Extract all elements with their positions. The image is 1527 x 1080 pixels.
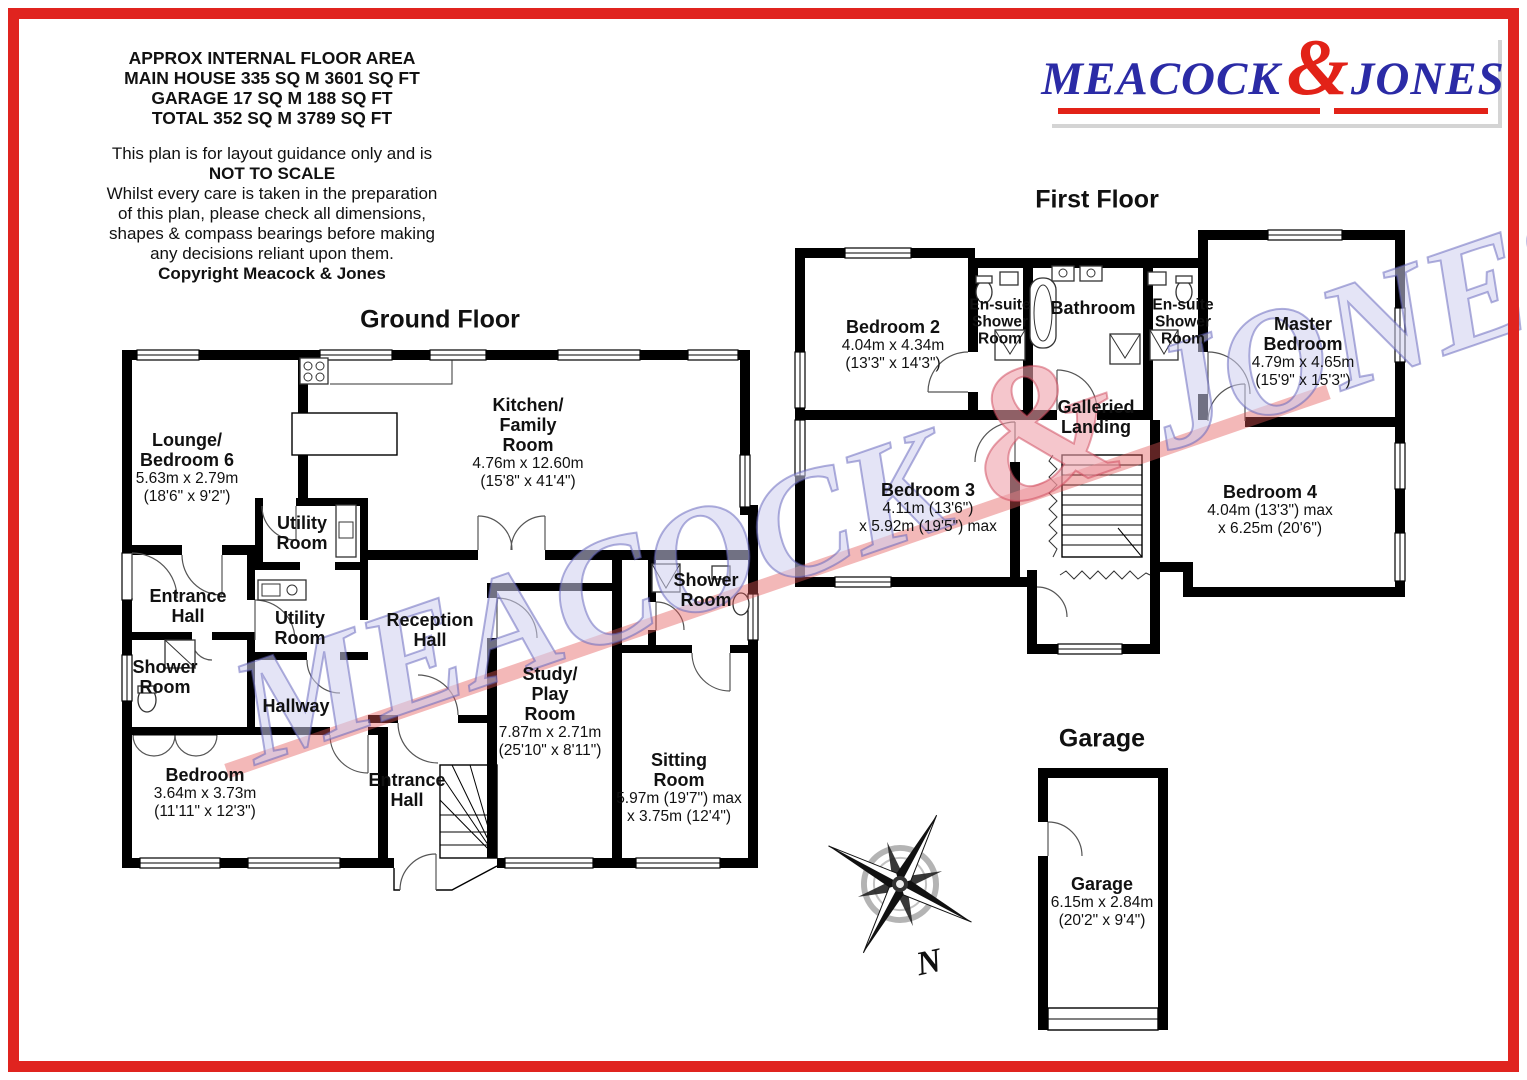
ff-fixtures bbox=[975, 265, 1193, 365]
gf-stairs bbox=[439, 764, 498, 859]
room-label-bedroom-3: Bedroom 3 4.11m (13'6")x 5.92m (19'5") m… bbox=[859, 480, 997, 535]
garage-walls bbox=[1038, 768, 1168, 1031]
room-label-bedroom-2: Bedroom 2 4.04m x 4.34m(13'3" x 14'3") bbox=[841, 317, 945, 372]
logo-underline bbox=[1058, 108, 1488, 114]
ff-walls bbox=[795, 230, 1405, 654]
first-floor-plan bbox=[794, 229, 1406, 655]
ground-floor-title: Ground Floor bbox=[360, 305, 520, 334]
agency-logo: MEACOCK & JONES bbox=[1041, 24, 1504, 124]
disclaimer-text: This plan is for layout guidance only an… bbox=[106, 144, 438, 283]
ground-floor-plan bbox=[121, 349, 759, 891]
room-label-garage: Garage 6.15m x 2.84m(20'2" x 9'4") bbox=[1050, 874, 1154, 929]
garage-plan bbox=[1038, 768, 1168, 1031]
garage-title: Garage bbox=[1058, 724, 1146, 753]
ff-stairs bbox=[1048, 454, 1151, 580]
gf-fixtures bbox=[132, 357, 750, 757]
logo-word-meacock: MEACOCK bbox=[1041, 53, 1281, 105]
garage-door bbox=[1047, 821, 1083, 857]
logo-ampersand: & bbox=[1286, 24, 1349, 112]
logo-word-jones: JONES bbox=[1350, 53, 1505, 105]
first-floor-title: First Floor bbox=[1035, 185, 1159, 214]
gf-doors bbox=[121, 505, 731, 774]
room-label-bedroom-gf: Bedroom 3.64m x 3.73m(11'11" x 12'3") bbox=[153, 765, 257, 820]
ff-doors bbox=[927, 351, 1251, 618]
room-label-bathroom: Bathroom bbox=[1050, 298, 1136, 318]
compass-rose-icon bbox=[828, 814, 972, 954]
gf-entrance-bay bbox=[393, 853, 498, 891]
room-label-lounge-bedroom6: Lounge/Bedroom 6 5.63m x 2.79m(18'6" x 9… bbox=[135, 430, 239, 505]
ff-windows bbox=[794, 229, 1406, 655]
gf-windows bbox=[121, 349, 759, 869]
room-label-hallway: Hallway bbox=[262, 696, 330, 716]
